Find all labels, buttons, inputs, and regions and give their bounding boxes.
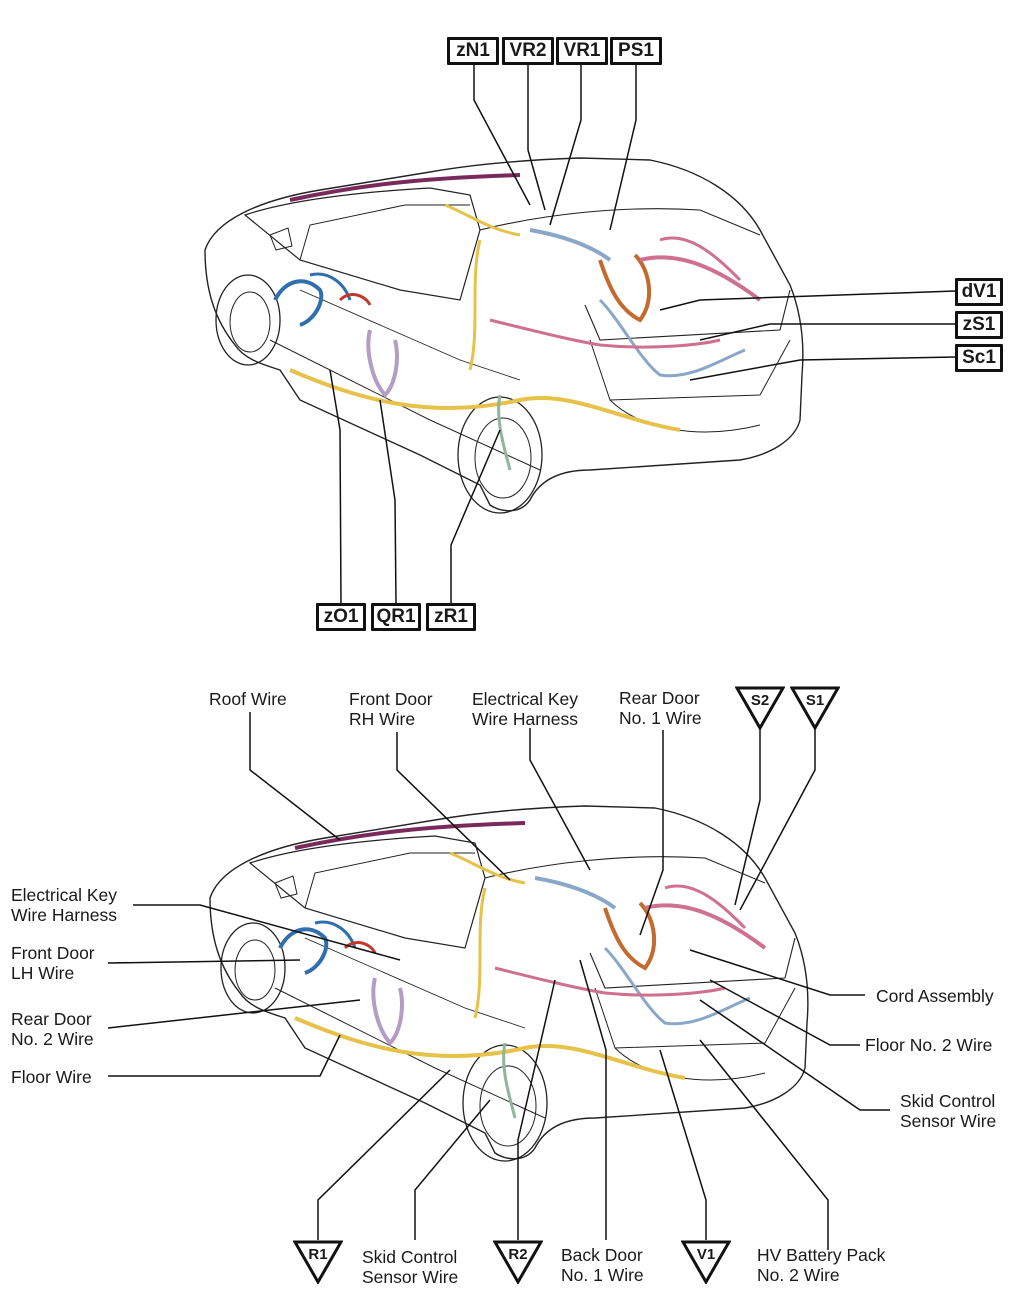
- bottom-leader-lines: [107, 712, 890, 1250]
- label-hv-battery-no2-wire: HV Battery Pack No. 2 Wire: [757, 1245, 886, 1285]
- ground-point-S1: S1: [790, 686, 840, 730]
- connector-zO1: zO1: [316, 603, 366, 631]
- label-rear-door-no1-wire: Rear Door No. 1 Wire: [619, 688, 702, 728]
- vehicle-bottom: [208, 804, 810, 1163]
- label-electrical-key-top: Electrical Key Wire Harness: [472, 689, 579, 729]
- connector-PS1: PS1: [610, 37, 662, 65]
- ground-point-V1: V1: [681, 1240, 731, 1284]
- label-floor-no2-wire: Floor No. 2 Wire: [865, 1035, 993, 1055]
- label-rear-door-no2-wire: Rear Door No. 2 Wire: [11, 1009, 94, 1049]
- top-leader-lines: [329, 64, 956, 605]
- connector-VR2: VR2: [502, 37, 554, 65]
- label-floor-wire: Floor Wire: [11, 1067, 92, 1087]
- connector-zN1: zN1: [447, 37, 499, 65]
- connector-zR1: zR1: [426, 603, 476, 631]
- ground-point-S2: S2: [735, 686, 785, 730]
- label-front-door-rh-wire: Front Door RH Wire: [349, 689, 433, 729]
- ground-point-R1: R1: [293, 1240, 343, 1284]
- label-cord-assembly: Cord Assembly: [876, 986, 994, 1006]
- label-skid-control-bottom: Skid Control Sensor Wire: [362, 1247, 459, 1287]
- ground-point-R2: R2: [493, 1240, 543, 1284]
- label-electrical-key-left: Electrical Key Wire Harness: [11, 885, 118, 925]
- vehicle-top: [203, 156, 805, 515]
- label-front-door-lh-wire: Front Door LH Wire: [11, 943, 95, 983]
- connector-VR1: VR1: [556, 37, 608, 65]
- connector-QR1: QR1: [371, 603, 421, 631]
- connector-Sc1: Sc1: [955, 344, 1003, 372]
- label-back-door-no1-wire: Back Door No. 1 Wire: [561, 1245, 644, 1285]
- label-skid-control-right: Skid Control Sensor Wire: [900, 1091, 997, 1131]
- connector-zS1: zS1: [955, 311, 1003, 339]
- connector-dV1: dV1: [955, 278, 1003, 306]
- label-roof-wire: Roof Wire: [209, 689, 287, 709]
